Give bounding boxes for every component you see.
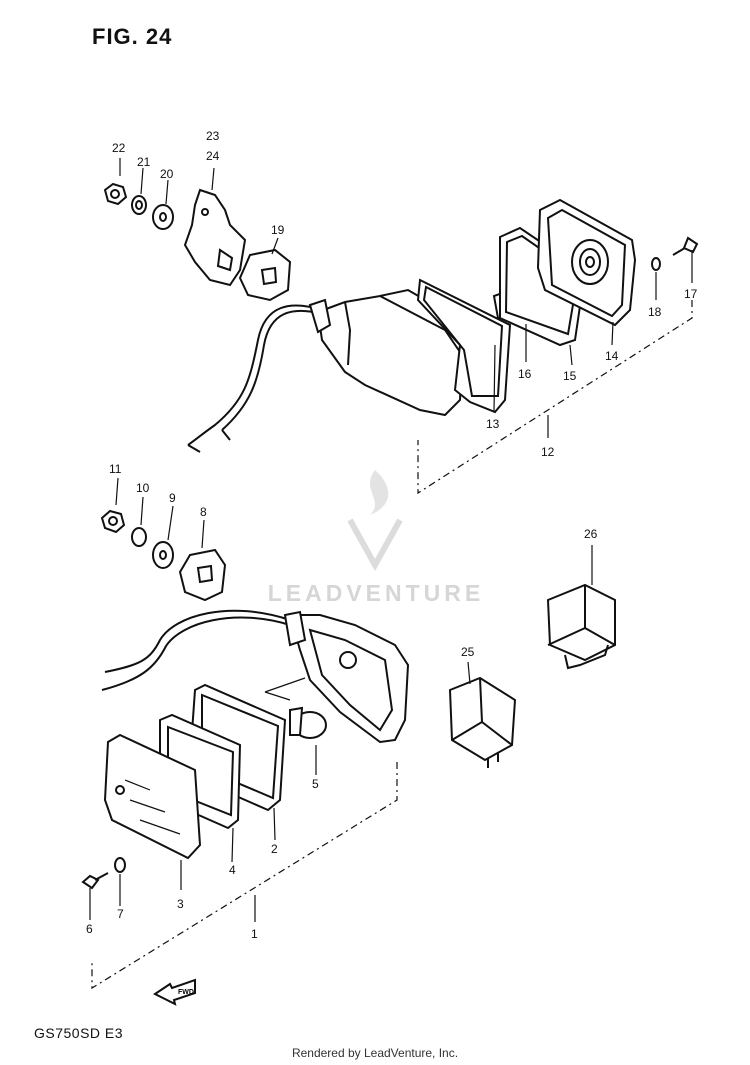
lower-assembly (81, 509, 410, 890)
part-5-bulb[interactable] (289, 706, 327, 739)
callout-20: 20 (160, 167, 174, 181)
callout-23: 23 (206, 129, 220, 143)
part-23-bracket[interactable] (183, 188, 247, 287)
callout-numbers: 22 21 20 23 24 19 13 16 15 14 18 17 12 1… (86, 129, 698, 941)
upper-wires (187, 304, 323, 453)
callout-17: 17 (684, 287, 698, 301)
lower-wires (101, 609, 291, 691)
callout-16: 16 (518, 367, 532, 381)
part-22-nut[interactable] (103, 182, 128, 206)
part-14-lens[interactable] (536, 198, 637, 327)
part-6-screw[interactable] (81, 872, 109, 890)
watermark-logo (347, 470, 403, 572)
part-18-washer[interactable] (651, 257, 661, 271)
callout-12: 12 (541, 445, 555, 459)
callout-13: 13 (486, 417, 500, 431)
part-21-lock-washer[interactable] (131, 195, 147, 215)
upper-assembly (103, 182, 699, 453)
upper-housing[interactable] (308, 288, 464, 417)
relay-26[interactable] (546, 583, 616, 670)
part-10-lock-washer[interactable] (131, 527, 147, 547)
callout-22: 22 (112, 141, 126, 155)
callout-7: 7 (117, 907, 124, 921)
leader-lines (89, 158, 693, 990)
part-9-washer[interactable] (152, 541, 174, 569)
callout-5: 5 (312, 777, 319, 791)
part-3-lens[interactable] (103, 733, 202, 860)
callout-9: 9 (169, 491, 176, 505)
callout-25: 25 (461, 645, 475, 659)
callout-8: 8 (200, 505, 207, 519)
callout-2: 2 (271, 842, 278, 856)
fwd-label: FWD (178, 989, 194, 996)
callout-19: 19 (271, 223, 285, 237)
callout-24: 24 (206, 149, 220, 163)
part-20-washer[interactable] (152, 204, 174, 230)
callout-3: 3 (177, 897, 184, 911)
part-7-washer[interactable] (114, 857, 126, 873)
callout-11: 11 (109, 462, 122, 476)
callout-15: 15 (563, 369, 577, 383)
watermark-text: LEADVENTURE (267, 580, 485, 606)
part-17-screw[interactable] (672, 236, 699, 256)
figure-title: FIG. 24 (92, 24, 173, 49)
callout-6: 6 (86, 922, 93, 936)
callout-26: 26 (584, 527, 598, 541)
callout-1: 1 (251, 927, 258, 941)
callout-18: 18 (648, 305, 662, 319)
callout-14: 14 (605, 349, 619, 363)
part-11-nut[interactable] (100, 509, 126, 534)
lower-housing[interactable] (283, 610, 410, 744)
part-19-grommet[interactable] (238, 248, 292, 302)
part-8-grommet[interactable] (178, 548, 227, 602)
model-code: GS750SD E3 (34, 1025, 124, 1041)
callout-10: 10 (136, 481, 150, 495)
relay-25[interactable] (448, 676, 517, 768)
callout-21: 21 (137, 155, 151, 169)
bulb-pointer-lines (264, 677, 306, 701)
footer-credit: Rendered by LeadVenture, Inc. (291, 1046, 459, 1060)
part-13-gasket[interactable] (416, 278, 512, 414)
callout-4: 4 (229, 863, 236, 877)
fwd-arrow: FWD (153, 978, 196, 1006)
